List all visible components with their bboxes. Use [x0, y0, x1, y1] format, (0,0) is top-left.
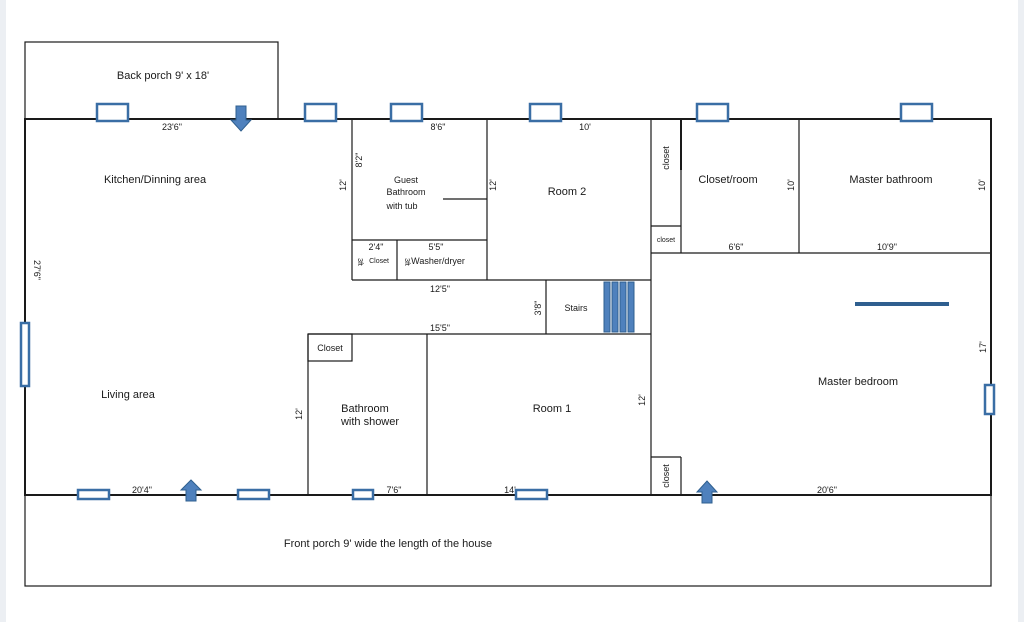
front-porch-label: Front porch 9' wide the length of the ho…	[284, 538, 492, 550]
guest-bath-label-2: Bathroom	[386, 187, 425, 197]
dim-10-top: 10'	[579, 122, 591, 132]
dim-5-5: 5'5"	[429, 242, 444, 252]
dim-15-5: 15'5"	[430, 323, 450, 333]
house-outline	[24, 118, 992, 496]
closet-room-label: Closet/room	[698, 174, 757, 186]
dim-8-2: 8'2"	[354, 153, 364, 168]
windows	[19, 102, 996, 501]
right-edge	[1018, 0, 1024, 622]
living-area-label: Living area	[101, 389, 156, 401]
arrow-down-icon	[229, 105, 253, 132]
kitchen-label: Kitchen/Dinning area	[104, 174, 207, 186]
closet-b-label: Closet	[317, 343, 343, 353]
arrow-up-icon	[179, 479, 203, 502]
dim-3ft-a: 3ft	[356, 258, 363, 266]
bath-shower-label-1: Bathroom	[341, 403, 389, 415]
interior-walls	[307, 119, 991, 495]
closet-a-label: Closet	[369, 258, 389, 265]
window-bottom-1	[76, 488, 111, 501]
window-bottom-3	[351, 488, 375, 501]
dim-23-6: 23'6"	[162, 122, 182, 132]
window-top-4	[528, 102, 563, 123]
dim-12-d: 12'	[637, 394, 647, 406]
master-bedroom-label: Master bedroom	[818, 376, 898, 388]
room1-label: Room 1	[533, 403, 572, 415]
window-bottom-2	[236, 488, 271, 501]
dim-20-6: 20'6"	[817, 485, 837, 495]
window-top-5	[695, 102, 730, 123]
dim-12-a: 12'	[338, 179, 348, 191]
room2-label: Room 2	[548, 186, 587, 198]
window-top-1	[95, 102, 130, 123]
window-bottom-4	[514, 488, 549, 501]
dim-12-c: 12'	[294, 408, 304, 420]
back-porch-label: Back porch 9' x 18'	[117, 70, 209, 82]
closet-vertical-top: closet	[661, 146, 671, 170]
dim-10-9: 10'9"	[877, 242, 897, 252]
dim-12-5: 12'5"	[430, 284, 450, 294]
dim-8-6: 8'6"	[431, 122, 446, 132]
front-porch-outline	[24, 494, 992, 587]
stairs-label: Stairs	[564, 303, 588, 313]
master-bath-label: Master bathroom	[849, 174, 932, 186]
dim-17: 17'	[978, 341, 988, 353]
dim-27-6: 27'6"	[32, 260, 42, 280]
window-right	[983, 383, 996, 416]
left-edge	[0, 0, 6, 622]
arrow-up-icon	[695, 480, 719, 504]
closet-vertical-bottom: closet	[661, 464, 671, 488]
dim-6-6: 6'6"	[729, 242, 744, 252]
dim-10-a: 10'	[786, 179, 796, 191]
dim-7-6: 7'6"	[387, 485, 402, 495]
guest-bath-label-1: Guest	[394, 175, 419, 185]
dim-3ft-b: 3ft	[403, 258, 410, 266]
window-top-2	[303, 102, 338, 123]
dim-10-b: 10'	[977, 179, 987, 191]
guest-bath-label-3: with tub	[385, 201, 417, 211]
dim-14: 14'	[504, 485, 516, 495]
window-top-3	[389, 102, 424, 123]
washer-dryer-label: Washer/dryer	[411, 256, 465, 266]
closet-small-label: closet	[657, 237, 675, 244]
bath-shower-label-2: with shower	[340, 416, 399, 428]
stairs-treads	[603, 281, 635, 333]
window-top-6	[899, 102, 934, 123]
window-left	[19, 321, 31, 388]
dim-20-4: 20'4"	[132, 485, 152, 495]
dim-12-b: 12'	[488, 179, 498, 191]
dim-3-8: 3'8"	[533, 301, 543, 316]
dim-2-4: 2'4"	[369, 242, 384, 252]
door-arrows	[179, 105, 719, 504]
